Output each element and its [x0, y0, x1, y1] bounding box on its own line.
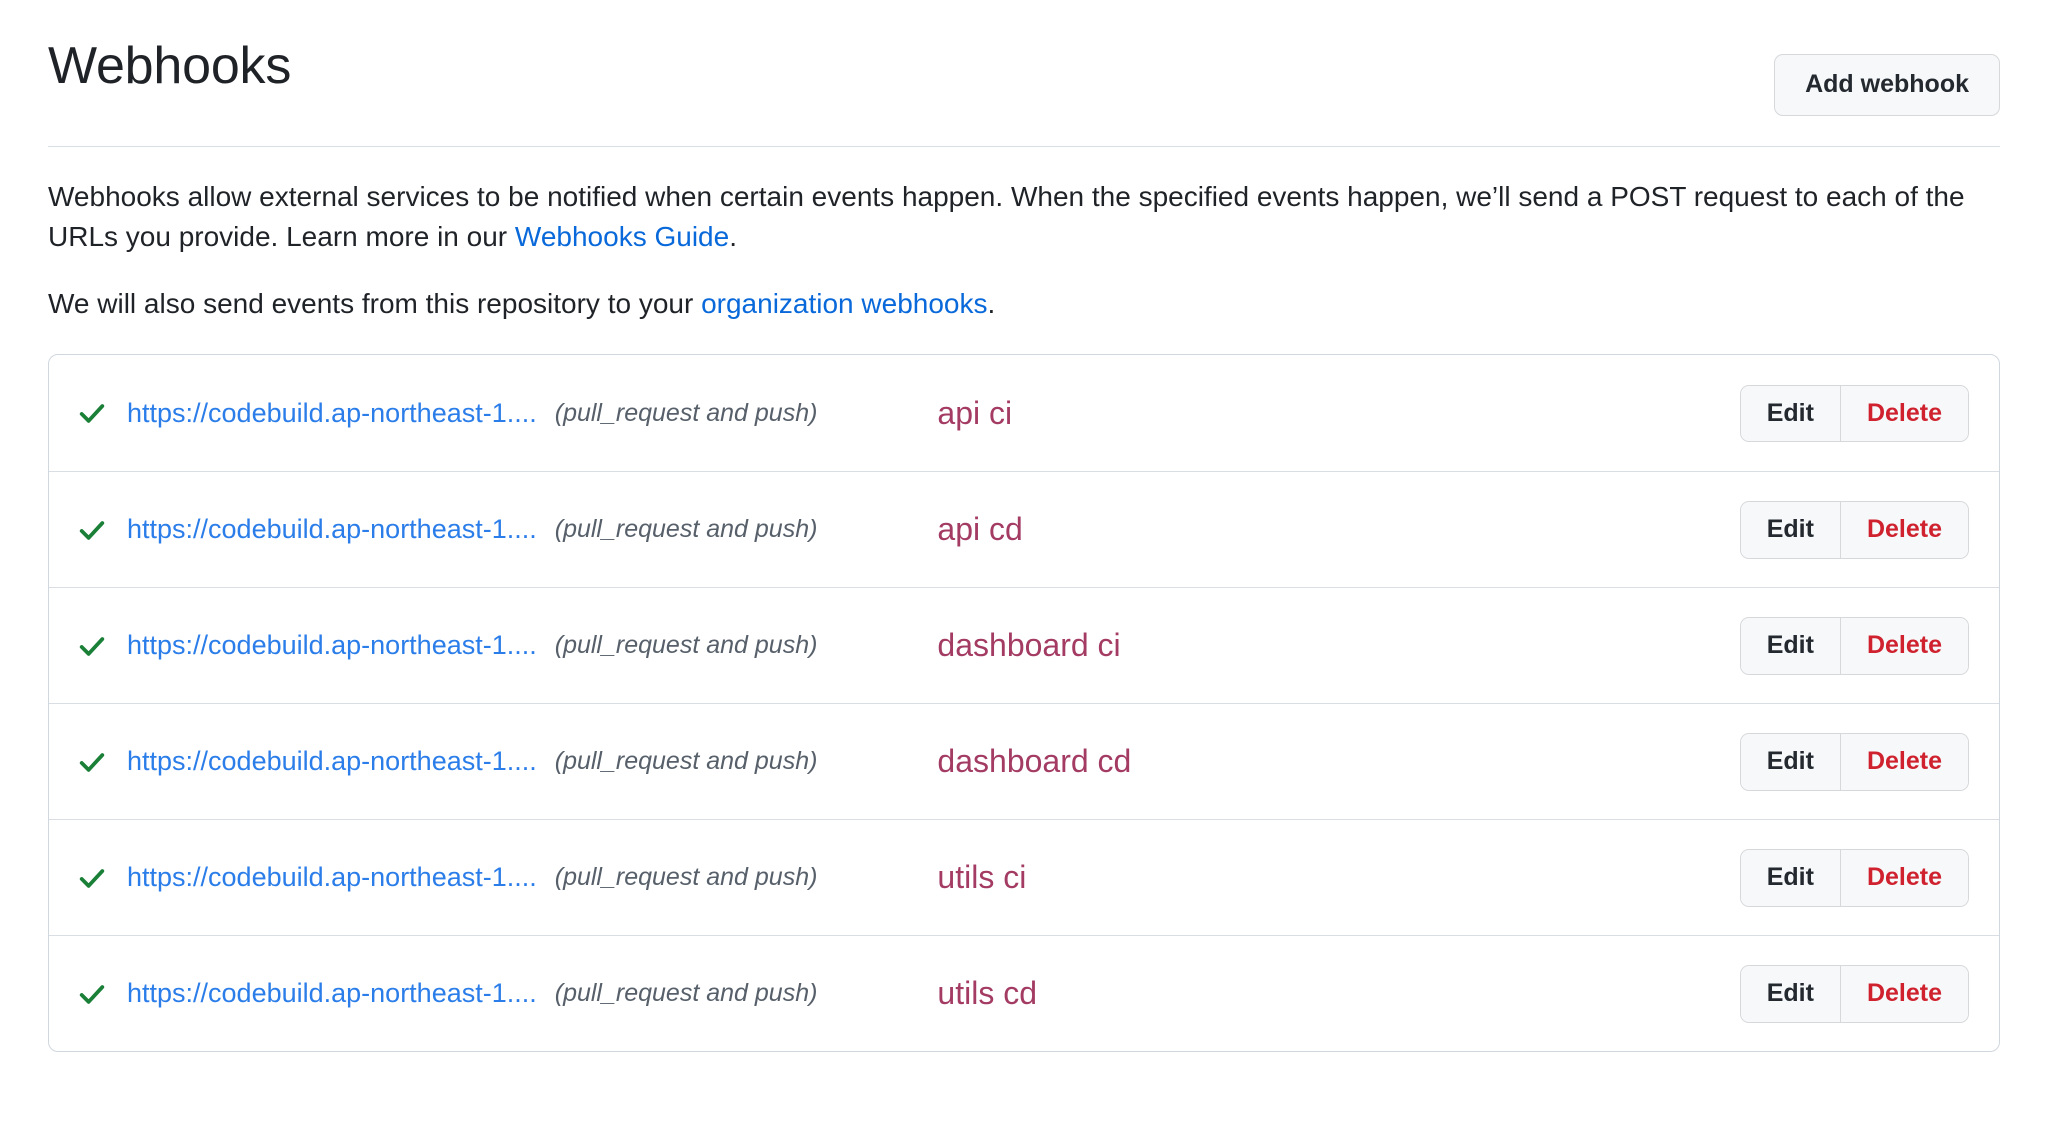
webhook-name-label: api ci [937, 394, 1013, 431]
delete-webhook-button[interactable]: Delete [1840, 502, 1968, 558]
webhook-name-label: utils ci [937, 859, 1027, 896]
webhook-row: https://codebuild.ap-northeast-1.... (pul… [49, 819, 1999, 935]
webhook-url-link[interactable]: https://codebuild.ap-northeast-1.... [127, 397, 537, 428]
check-icon [77, 631, 121, 661]
check-icon [77, 398, 121, 428]
webhook-url-link[interactable]: https://codebuild.ap-northeast-1.... [127, 862, 537, 893]
webhook-name-label: api cd [937, 511, 1023, 548]
add-webhook-button[interactable]: Add webhook [1774, 54, 2000, 116]
intro-text: Webhooks allow external services to be n… [48, 177, 2000, 325]
webhook-row: https://codebuild.ap-northeast-1.... (pul… [49, 587, 1999, 703]
delete-webhook-button[interactable]: Delete [1840, 966, 1968, 1022]
page-header: Webhooks Add webhook [48, 0, 2000, 116]
webhook-events-label: (pull_request and push) [554, 863, 818, 892]
check-icon [77, 515, 121, 545]
webhook-row: https://codebuild.ap-northeast-1.... (pul… [49, 471, 1999, 587]
check-icon [77, 979, 121, 1009]
delete-webhook-button[interactable]: Delete [1840, 734, 1968, 790]
edit-webhook-button[interactable]: Edit [1740, 734, 1841, 790]
delete-webhook-button[interactable]: Delete [1840, 385, 1968, 442]
webhook-url-link[interactable]: https://codebuild.ap-northeast-1.... [127, 978, 537, 1009]
organization-webhooks-link[interactable]: organization webhooks [701, 287, 988, 319]
webhook-events-label: (pull_request and push) [554, 747, 818, 776]
webhook-list: https://codebuild.ap-northeast-1.... (pul… [48, 354, 2000, 1053]
webhook-name-label: dashboard cd [937, 743, 1132, 780]
webhook-url-link[interactable]: https://codebuild.ap-northeast-1.... [127, 514, 537, 545]
webhook-url-link[interactable]: https://codebuild.ap-northeast-1.... [127, 746, 537, 777]
webhook-row: https://codebuild.ap-northeast-1.... (pul… [49, 355, 1999, 471]
webhook-url-link[interactable]: https://codebuild.ap-northeast-1.... [127, 630, 537, 661]
webhooks-guide-link[interactable]: Webhooks Guide [514, 221, 730, 253]
edit-webhook-button[interactable]: Edit [1740, 966, 1841, 1022]
header-divider [48, 145, 2000, 147]
intro-paragraph-2: We will also send events from this repos… [48, 284, 2000, 325]
intro-paragraph-1-period: . [729, 221, 737, 253]
intro-paragraph-2-period: . [987, 287, 996, 319]
intro-paragraph-1-text: Webhooks allow external services to be n… [48, 180, 1965, 253]
page-title: Webhooks [48, 37, 292, 95]
check-icon [77, 747, 121, 777]
intro-paragraph-1: Webhooks allow external services to be n… [48, 177, 2000, 258]
delete-webhook-button[interactable]: Delete [1840, 618, 1968, 674]
webhook-name-label: dashboard ci [937, 627, 1121, 664]
webhook-events-label: (pull_request and push) [554, 979, 818, 1008]
webhook-events-label: (pull_request and push) [554, 631, 818, 660]
delete-webhook-button[interactable]: Delete [1840, 850, 1968, 906]
check-icon [77, 863, 121, 893]
webhook-row: https://codebuild.ap-northeast-1.... (pul… [49, 703, 1999, 819]
edit-webhook-button[interactable]: Edit [1740, 618, 1841, 674]
edit-webhook-button[interactable]: Edit [1740, 502, 1841, 558]
webhook-events-label: (pull_request and push) [554, 515, 818, 544]
intro-paragraph-2-text: We will also send events from this repos… [48, 287, 702, 319]
edit-webhook-button[interactable]: Edit [1740, 850, 1841, 906]
webhook-name-label: utils cd [937, 975, 1038, 1012]
edit-webhook-button[interactable]: Edit [1740, 385, 1841, 442]
webhook-row: https://codebuild.ap-northeast-1.... (pul… [49, 935, 1999, 1051]
webhook-events-label: (pull_request and push) [554, 398, 818, 427]
